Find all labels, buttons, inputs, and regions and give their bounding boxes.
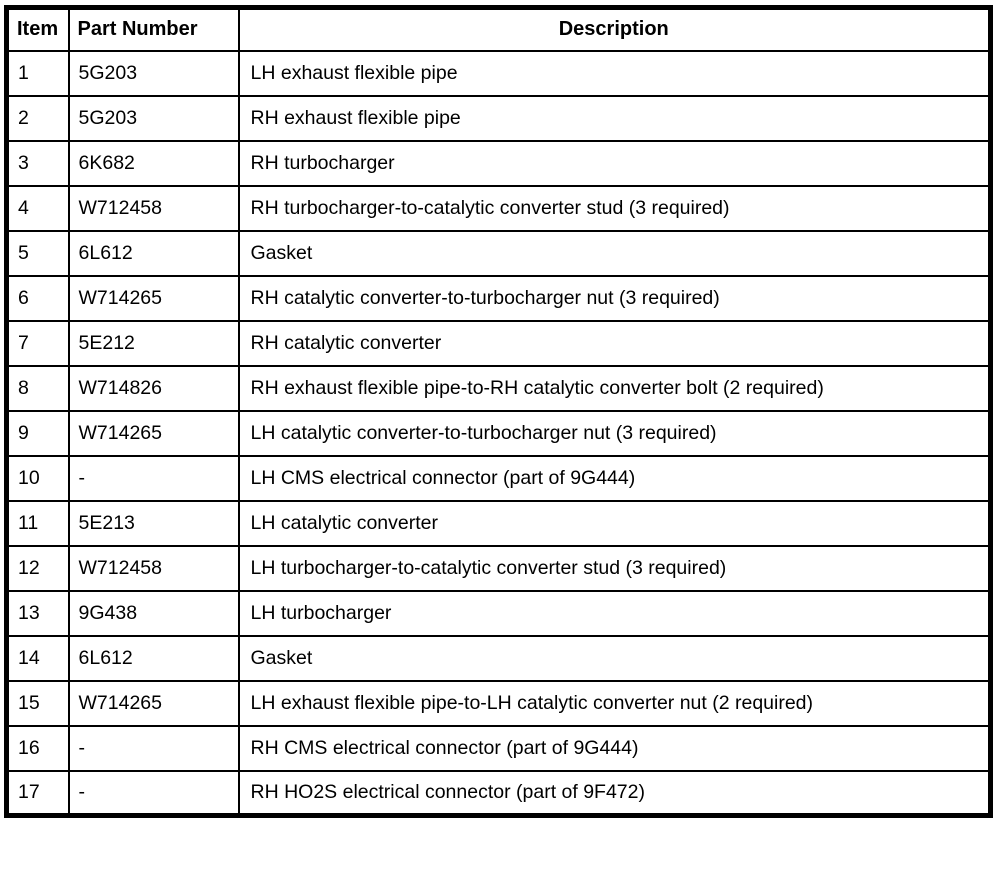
part-number-cell: -	[67, 454, 240, 502]
description-cell: LH CMS electrical connector (part of 9G4…	[237, 454, 992, 502]
table-row: 17-RH HO2S electrical connector (part of…	[5, 769, 992, 817]
part-number-cell: 6L612	[67, 634, 240, 682]
part-number-cell: 9G438	[67, 589, 240, 637]
item-cell: 11	[5, 499, 70, 547]
part-number-cell: 5E213	[67, 499, 240, 547]
item-cell: 4	[5, 184, 70, 232]
item-cell: 2	[5, 94, 70, 142]
part-number-cell: W712458	[67, 544, 240, 592]
item-cell: 8	[5, 364, 70, 412]
table-row: 10-LH CMS electrical connector (part of …	[5, 454, 992, 502]
part-number-cell: 5E212	[67, 319, 240, 367]
item-cell: 15	[5, 679, 70, 727]
description-cell: RH catalytic converter	[237, 319, 992, 367]
description-cell: RH exhaust flexible pipe-to-RH catalytic…	[237, 364, 992, 412]
description-cell: RH turbocharger-to-catalytic converter s…	[237, 184, 992, 232]
item-cell: 5	[5, 229, 70, 277]
description-cell: Gasket	[237, 634, 992, 682]
item-cell: 13	[5, 589, 70, 637]
item-cell: 14	[5, 634, 70, 682]
part-number-cell: 5G203	[67, 94, 240, 142]
part-number-cell: W714265	[67, 274, 240, 322]
header-description: Description	[237, 6, 992, 52]
part-number-cell: 6L612	[67, 229, 240, 277]
header-item: Item	[5, 6, 70, 52]
item-cell: 16	[5, 724, 70, 772]
description-cell: RH turbocharger	[237, 139, 992, 187]
part-number-cell: W714265	[67, 679, 240, 727]
description-cell: LH catalytic converter	[237, 499, 992, 547]
description-cell: RH catalytic converter-to-turbocharger n…	[237, 274, 992, 322]
part-number-cell: 6K682	[67, 139, 240, 187]
header-part-number: Part Number	[67, 6, 240, 52]
description-cell: RH HO2S electrical connector (part of 9F…	[237, 769, 992, 817]
description-cell: RH exhaust flexible pipe	[237, 94, 992, 142]
part-number-cell: W714826	[67, 364, 240, 412]
item-cell: 1	[5, 49, 70, 97]
description-cell: LH catalytic converter-to-turbocharger n…	[237, 409, 992, 457]
item-cell: 7	[5, 319, 70, 367]
item-cell: 12	[5, 544, 70, 592]
item-cell: 10	[5, 454, 70, 502]
item-cell: 3	[5, 139, 70, 187]
item-cell: 17	[5, 769, 70, 817]
description-cell: LH exhaust flexible pipe-to-LH catalytic…	[237, 679, 992, 727]
item-cell: 6	[5, 274, 70, 322]
description-cell: LH turbocharger	[237, 589, 992, 637]
description-cell: RH CMS electrical connector (part of 9G4…	[237, 724, 992, 772]
part-number-cell: 5G203	[67, 49, 240, 97]
header-row: Item Part Number Description	[5, 6, 992, 52]
part-number-cell: -	[67, 724, 240, 772]
description-cell: LH exhaust flexible pipe	[237, 49, 992, 97]
table-row: 16-RH CMS electrical connector (part of …	[5, 724, 992, 772]
part-number-cell: W714265	[67, 409, 240, 457]
part-number-cell: W712458	[67, 184, 240, 232]
description-cell: Gasket	[237, 229, 992, 277]
description-cell: LH turbocharger-to-catalytic converter s…	[237, 544, 992, 592]
item-cell: 9	[5, 409, 70, 457]
part-number-cell: -	[67, 769, 240, 817]
